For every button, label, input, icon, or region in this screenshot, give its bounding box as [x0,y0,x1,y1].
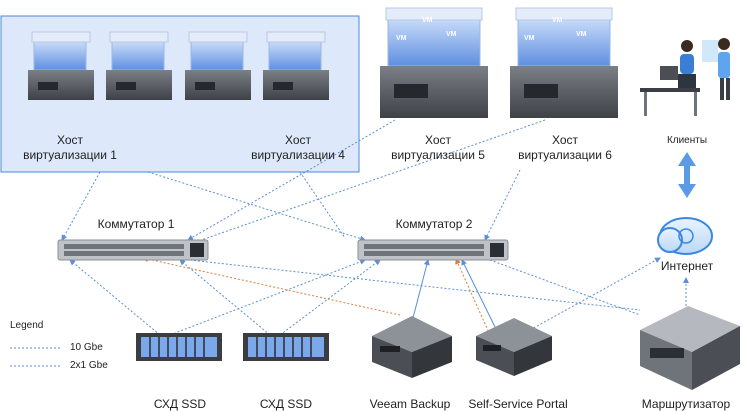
storage-ssd-1 [136,333,222,361]
clients-internet-arrow [678,152,696,198]
internet-label: Интернет [660,259,714,273]
clients-label: Клиенты [666,135,708,146]
router-label: Маршрутизатор [641,397,731,411]
host-server-3 [185,31,251,100]
clients-icon [640,38,730,116]
legend-title: Legend [10,320,44,331]
storage-ssd-2 [243,333,329,361]
veeam-label: Veeam Backup [369,397,451,411]
host-server-4 [263,31,329,100]
vm-label: VM [524,35,535,42]
storage-1-label: СХД SSD [153,397,207,411]
switch-1-label: Коммутатор 1 [97,217,175,231]
portal-label: Self-Service Portal [468,397,568,411]
router-device [640,306,740,390]
vm-label: VM [396,35,407,42]
legend-item-10gbe: 10 Gbe [70,342,103,353]
links-10gbe [61,119,689,336]
links-10gbe-vertical [412,259,499,334]
switch-2-label: Коммутатор 2 [395,217,473,231]
links-2x1gbe [142,256,491,336]
switch-2 [357,239,509,261]
veeam-backup-server [372,316,452,378]
host-server-2 [106,31,172,100]
self-service-portal-server [476,318,552,376]
host-server-5 [380,7,488,118]
switch-1 [57,239,209,261]
host-server-6 [510,7,618,118]
legend-item-2x1gbe: 2x1 Gbe [70,360,108,371]
vm-label: VM [552,17,563,24]
vm-label: VM [446,31,457,38]
vm-label: VM [576,31,587,38]
storage-2-label: СХД SSD [259,397,313,411]
host-server-1 [28,31,94,100]
vm-label: VM [422,17,433,24]
internet-cloud-icon [657,217,713,255]
